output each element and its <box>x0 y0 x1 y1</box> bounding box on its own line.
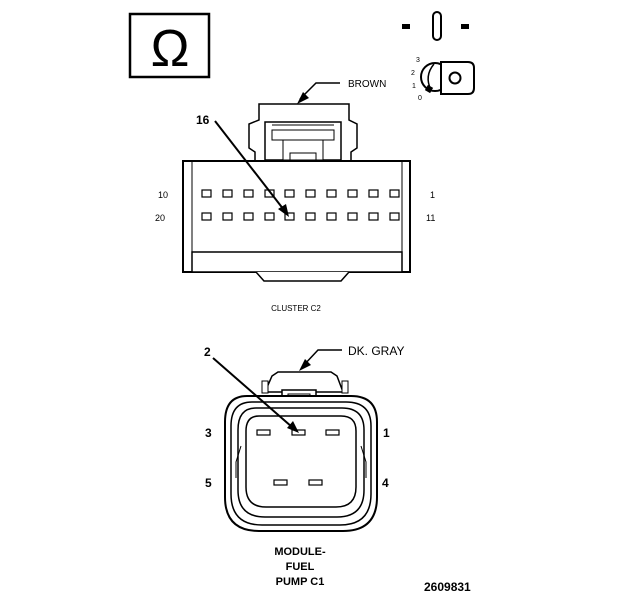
cluster-c2-pin-cavity <box>243 212 254 221</box>
fuel-pump-c1-pin-3-label: 3 <box>205 426 212 440</box>
cluster-c2-row-bottom-right-label: 11 <box>426 213 435 223</box>
cluster-c2-callout-pin: 16 <box>196 113 210 127</box>
figure-id: 2609831 <box>424 580 471 594</box>
cluster-c2-pin-cavity <box>284 212 295 221</box>
key-position-0: 0 <box>418 95 422 102</box>
cluster-c2-pin-cavity <box>222 189 233 198</box>
ohm-meter-icon: Ω <box>128 12 211 79</box>
cluster-c2-pin-cavity <box>389 212 400 221</box>
cluster-c2-pin-cavity <box>347 212 358 221</box>
cluster-c2-pin-cavity <box>201 212 212 221</box>
cluster-c2-pin-cavity <box>389 189 400 198</box>
cluster-c2-pin-cavity <box>284 189 295 198</box>
cluster-c2-pin-cavity <box>264 212 275 221</box>
cluster-c2-pin-cavity <box>368 189 379 198</box>
fuel-pump-c1-pin-1-label: 1 <box>383 426 390 440</box>
cluster-c2-pin-cavity <box>368 212 379 221</box>
key-position-1: 1 <box>412 83 416 90</box>
cluster-c2-pin-cavity <box>326 189 337 198</box>
cluster-c2-pin-cavities <box>201 189 400 221</box>
fuel-pump-c1-wire-color: DK. GRAY <box>348 344 404 358</box>
fuel-pump-c1-connector: 3 1 5 4 DK. GRAY 2 MODULE- FUEL PUMP C1 <box>204 344 404 588</box>
cluster-c2-row-top-right-label: 1 <box>430 190 435 200</box>
cluster-c2-row-top-left-label: 10 <box>158 190 168 200</box>
fuel-pump-c1-caption-line-2: FUEL <box>286 561 315 573</box>
fuel-pump-c1-caption-line-1: MODULE- <box>274 546 326 558</box>
fuel-pump-c1-pin-5-label: 5 <box>205 476 212 490</box>
fuel-pump-c1-caption-line-3: PUMP C1 <box>276 576 325 588</box>
ohm-symbol: Ω <box>151 20 190 78</box>
cluster-c2-pin-cavity <box>305 189 316 198</box>
fuel-pump-c1-pin-4-label: 4 <box>382 476 389 490</box>
fuel-pump-c1-callout-pin: 2 <box>204 345 211 359</box>
cluster-c2-caption: CLUSTER C2 <box>271 304 321 313</box>
cluster-c2-pin-cavity <box>326 212 337 221</box>
key-position-3: 3 <box>416 57 420 64</box>
cluster-c2-connector: 10 1 20 11 BROWN 16 CLUSTER C2 <box>155 79 435 313</box>
cluster-c2-pin-cavity <box>305 212 316 221</box>
cluster-c2-pin-cavity <box>347 189 358 198</box>
cluster-c2-wire-color: BROWN <box>348 79 386 90</box>
key-position-2: 2 <box>411 70 415 77</box>
cluster-c2-row-bottom-left-label: 20 <box>155 213 165 223</box>
cluster-c2-pin-cavity <box>222 212 233 221</box>
cluster-c2-pin-cavity <box>201 189 212 198</box>
cluster-c2-pin-cavity <box>243 189 254 198</box>
ignition-key-icon: 3 2 1 0 <box>402 11 475 102</box>
